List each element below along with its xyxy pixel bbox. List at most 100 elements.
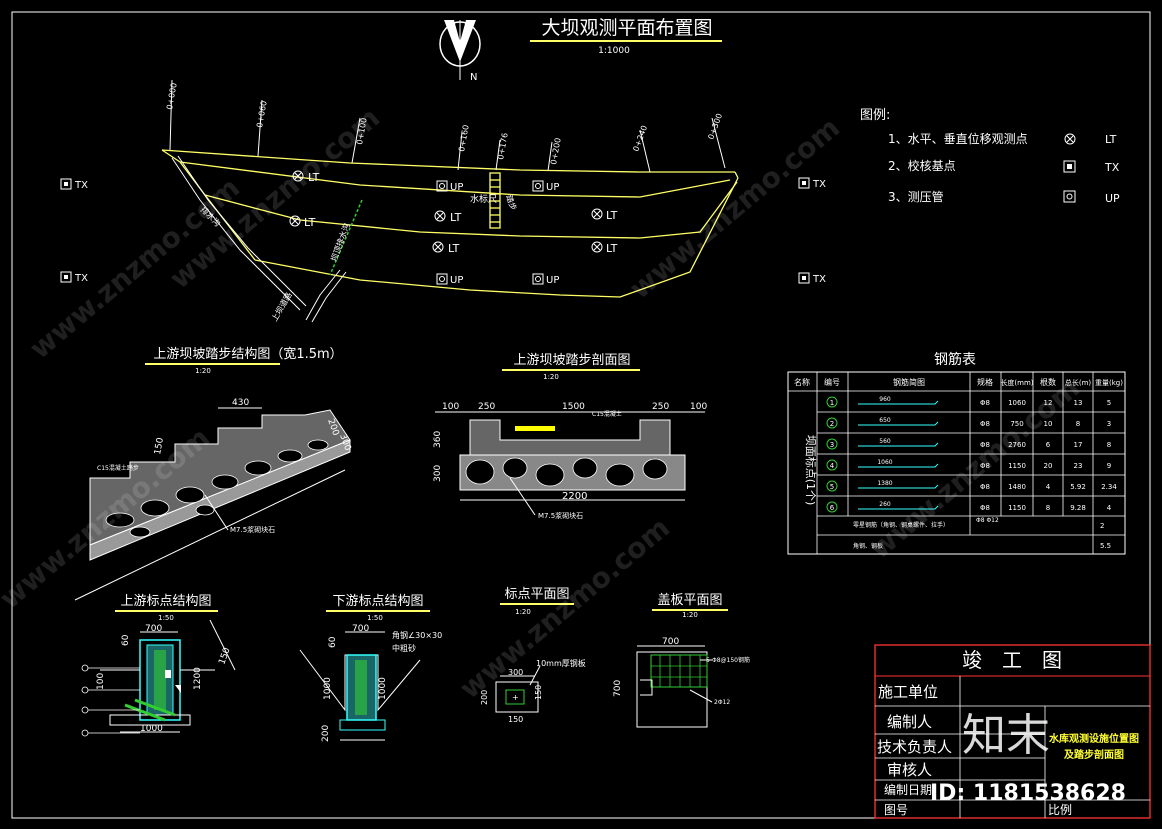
lt-label: LT [606, 242, 618, 255]
mark-dim-150: 150 [508, 715, 523, 724]
up-label: UP [450, 275, 463, 286]
lt-point-icon [1064, 133, 1076, 145]
down-dim-1000: 1000 [323, 677, 333, 700]
lt-markers: LT LT LT LT LT LT [289, 170, 618, 255]
rebar-number-circle [826, 438, 838, 450]
dim-250a: 250 [478, 402, 495, 412]
station-ticks [169, 79, 726, 173]
dim-150: 150 [153, 437, 166, 456]
dim-2200: 2200 [562, 491, 587, 502]
tx-label: TX [74, 273, 88, 284]
rebar-count: 20 [1044, 462, 1053, 470]
dim-360: 360 [433, 431, 443, 448]
drawing-frame [11, 11, 1151, 819]
station-label: 0+000 [165, 82, 179, 110]
rebar-len: 2760 [1008, 441, 1026, 449]
rebar-header: 根数 [1040, 377, 1056, 387]
tx-point-icon [60, 178, 72, 190]
lt-point-icon [289, 215, 301, 227]
rebar-sketch-line [858, 421, 939, 426]
rebar-len: 1150 [1008, 462, 1026, 470]
rebar-header: 编号 [824, 377, 840, 387]
road-label: 上坝道路 [269, 290, 294, 323]
tb-row-tech-lead: 技术负责人 [877, 738, 952, 756]
tb-drawing-name-box: 水库观测设施位置图及踏步剖面图 [1049, 734, 1139, 761]
rebar-group-label: 坝面标点(1个) [804, 435, 818, 506]
mark-plan-drawing: 标点平面图 1:20 + 300 200 150 150 10mm厚钢板 [480, 587, 586, 724]
steps-section-title: 上游坝坡踏步剖面图 [513, 353, 630, 368]
cover-plan-scale: 1:20 [682, 611, 698, 619]
rebar-no: 2 [830, 420, 834, 428]
water-gauge-label: 水标尺 [470, 193, 497, 205]
station-label: 0+160 [457, 124, 471, 152]
rebar-count: 4 [1046, 483, 1051, 491]
dim-100a: 100 [442, 402, 459, 412]
rebar-extra1-weight: 2 [1100, 522, 1104, 530]
rebar-header: 重量(kg) [1095, 379, 1123, 387]
rebar-total: 23 [1074, 462, 1083, 470]
dim-250b: 250 [652, 402, 669, 412]
up-point-icon [436, 180, 448, 192]
rebar-extra1-spec: Φ8 Φ12 [976, 517, 999, 524]
station-label: 0+060 [255, 100, 269, 128]
up-point-icon [436, 273, 448, 285]
dim-1500: 1500 [562, 402, 585, 412]
rebar-header: 名称 [794, 377, 810, 387]
tx-point-icon [60, 271, 72, 283]
tx-label: TX [812, 179, 826, 190]
legend-title: 图例: [860, 108, 890, 123]
rebar-len: 1480 [1008, 483, 1026, 491]
rebar-spec: Φ8 [980, 504, 990, 512]
tb-row-drawing-no: 图号 [884, 803, 908, 817]
rebar-weight: 9 [1107, 462, 1111, 470]
down-note-sand: 中粗砂 [392, 643, 416, 653]
tx-label: TX [74, 180, 88, 191]
rebar-sketch-line [858, 505, 939, 510]
lt-point-icon [591, 208, 603, 220]
rebar-count: 10 [1044, 420, 1053, 428]
mark-plan-scale: 1:20 [515, 608, 531, 616]
rebar-len: 1150 [1008, 504, 1026, 512]
rebar-extra2-weight: 5.5 [1100, 542, 1111, 550]
up-point-icon [532, 180, 544, 192]
steps-label: 踏步 [504, 193, 519, 211]
rebar-title: 钢筋表 [934, 351, 976, 368]
up-label: UP [546, 275, 559, 286]
up-dim-100: 100 [96, 673, 106, 690]
down-note-angle: 角钢∠30×30 [392, 630, 442, 640]
rebar-dim: 560 [879, 438, 891, 445]
cover-plan-drawing: 盖板平面图 1:20 700 700 5-Φ8@150钢筋 2Φ12 [613, 593, 750, 728]
lt-label: LT [448, 242, 460, 255]
rebar-number-circle [826, 501, 838, 513]
steps-concrete-note: C15混凝土踏步 [97, 464, 139, 472]
dam-crest-line [161, 149, 735, 173]
up-point-icon [532, 273, 544, 285]
rebar-header: 规格 [977, 377, 993, 387]
tx-point-icon [798, 177, 810, 189]
station-label: 0+176 [496, 132, 510, 160]
dam-edges [171, 155, 347, 323]
legend: 图例: 1、水平、垂直位移观测点 LT 2、校核基点 TX 3、测压管 UP [860, 108, 1120, 205]
tx-point-icon [798, 272, 810, 284]
lt-label: LT [606, 209, 618, 222]
up-dim-700: 700 [145, 624, 162, 634]
steps-structure-drawing: 上游坝坡踏步结构图（宽1.5m） 1:20 430 200 300 150 C1… [74, 346, 353, 601]
section-concrete-note: C15混凝土 [592, 410, 622, 418]
rebar-extra2-text: 角钢、钢板 [853, 542, 883, 550]
rebar-no: 5 [830, 483, 834, 491]
cover-note-2phi12: 2Φ12 [714, 699, 730, 706]
down-marker-title: 下游标点结构图 [332, 594, 423, 609]
rebar-len: 750 [1010, 420, 1023, 428]
watermark-site: www.znzmo.com [453, 511, 676, 705]
rebar-header: 总长(m) [1065, 378, 1092, 387]
rebar-header: 钢筋简图 [893, 377, 925, 387]
rebar-total: 5.92 [1070, 483, 1086, 491]
north-arrow-icon [439, 20, 481, 80]
up-label: UP [546, 182, 559, 193]
tb-row-construction: 施工单位 [878, 683, 938, 701]
up-dim-1000: 1000 [140, 724, 163, 734]
rebar-weight: 3 [1107, 420, 1111, 428]
up-label: UP [450, 182, 463, 193]
dim-100b: 100 [690, 402, 707, 412]
steps-section-scale: 1:20 [543, 373, 559, 381]
